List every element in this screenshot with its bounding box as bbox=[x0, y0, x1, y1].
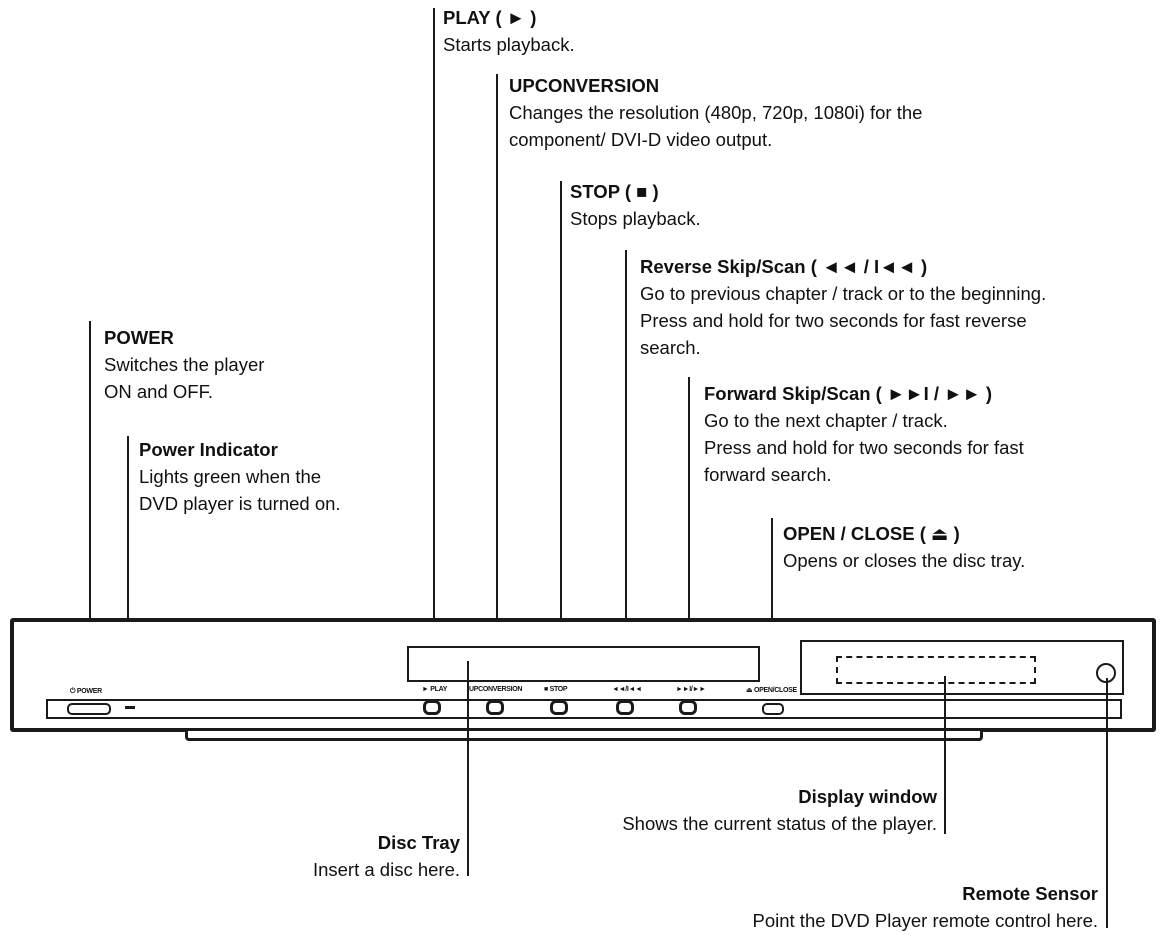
disc-tray-leader bbox=[467, 661, 469, 876]
panel-label-reverse: ◄◄/I◄◄ bbox=[612, 686, 642, 693]
disc-tray-callout: Disc Tray Insert a disc here. bbox=[313, 829, 460, 883]
player-base bbox=[185, 731, 983, 741]
forward-callout: Forward Skip/Scan ( ►►I / ►► ) Go to the… bbox=[704, 380, 1024, 488]
power-leader bbox=[89, 321, 91, 704]
upconversion-button[interactable] bbox=[486, 700, 504, 715]
stop-leader bbox=[560, 181, 562, 708]
disc-tray-desc: Insert a disc here. bbox=[312, 859, 460, 880]
panel-label-upconversion: UPCONVERSION bbox=[469, 686, 523, 693]
upconversion-callout: UPCONVERSION Changes the resolution (480… bbox=[509, 72, 922, 153]
reverse-desc: Go to previous chapter / track or to the… bbox=[640, 283, 1047, 358]
display-window bbox=[836, 656, 1036, 684]
reverse-callout: Reverse Skip/Scan ( ◄◄ / I◄◄ ) Go to pre… bbox=[640, 253, 1046, 361]
upconversion-leader bbox=[496, 74, 498, 708]
power-button[interactable] bbox=[67, 703, 111, 715]
open-close-button[interactable] bbox=[762, 703, 784, 715]
forward-title: Forward Skip/Scan ( ►►I / ►► ) bbox=[704, 383, 993, 404]
panel-label-forward: ►►I/►► bbox=[676, 686, 706, 693]
display-panel bbox=[800, 640, 1124, 695]
power-indicator-led bbox=[125, 706, 135, 709]
open-close-callout: OPEN / CLOSE ( ⏏ ) Opens or closes the d… bbox=[783, 520, 1025, 574]
open-close-title: OPEN / CLOSE ( ⏏ ) bbox=[783, 523, 960, 544]
panel-label-open-close: ⏏ OPEN/CLOSE bbox=[746, 687, 797, 694]
panel-control-strip bbox=[46, 699, 1122, 719]
reverse-title: Reverse Skip/Scan ( ◄◄ / I◄◄ ) bbox=[640, 256, 928, 277]
play-desc: Starts playback. bbox=[443, 34, 575, 55]
power-callout: POWER Switches the player ON and OFF. bbox=[104, 324, 264, 405]
power-desc: Switches the player ON and OFF. bbox=[104, 354, 265, 402]
reverse-leader bbox=[625, 250, 627, 708]
power-indicator-desc: Lights green when the DVD player is turn… bbox=[139, 466, 341, 514]
forward-desc: Go to the next chapter / track. Press an… bbox=[704, 410, 1024, 485]
remote-sensor-desc: Point the DVD Player remote control here… bbox=[752, 910, 1099, 931]
play-title: PLAY ( ► ) bbox=[443, 7, 537, 28]
play-leader bbox=[433, 8, 435, 708]
disc-tray-title: Disc Tray bbox=[377, 832, 460, 853]
upconversion-title: UPCONVERSION bbox=[509, 75, 660, 96]
stop-desc: Stops playback. bbox=[570, 208, 701, 229]
disc-tray bbox=[407, 646, 760, 682]
remote-sensor-title: Remote Sensor bbox=[962, 883, 1098, 904]
forward-skip-scan-button[interactable] bbox=[679, 700, 697, 715]
stop-button[interactable] bbox=[550, 700, 568, 715]
play-callout: PLAY ( ► ) Starts playback. bbox=[443, 4, 575, 58]
remote-sensor-leader bbox=[1106, 678, 1108, 928]
power-indicator-title: Power Indicator bbox=[139, 439, 278, 460]
open-close-desc: Opens or closes the disc tray. bbox=[783, 550, 1026, 571]
reverse-skip-scan-button[interactable] bbox=[616, 700, 634, 715]
dvd-player-front-panel: ⏻ POWER ► PLAY UPCONVERSION ■ STOP ◄◄/I◄… bbox=[10, 618, 1156, 732]
forward-leader bbox=[688, 377, 690, 708]
stop-title: STOP ( ■ ) bbox=[570, 181, 659, 202]
power-title: POWER bbox=[104, 327, 174, 348]
display-window-desc: Shows the current status of the player. bbox=[622, 813, 937, 834]
display-window-callout: Display window Shows the current status … bbox=[622, 783, 937, 837]
power-indicator-callout: Power Indicator Lights green when the DV… bbox=[139, 436, 341, 517]
panel-label-stop: ■ STOP bbox=[544, 686, 568, 693]
upconversion-desc: Changes the resolution (480p, 720p, 1080… bbox=[509, 102, 923, 150]
display-window-leader bbox=[944, 676, 946, 834]
remote-sensor-callout: Remote Sensor Point the DVD Player remot… bbox=[753, 880, 1099, 934]
power-indicator-leader bbox=[127, 436, 129, 704]
panel-label-play: ► PLAY bbox=[422, 686, 448, 693]
display-window-title: Display window bbox=[798, 786, 937, 807]
play-button[interactable] bbox=[423, 700, 441, 715]
open-close-leader bbox=[771, 518, 773, 708]
panel-label-power: ⏻ POWER bbox=[70, 688, 102, 695]
stop-callout: STOP ( ■ ) Stops playback. bbox=[570, 178, 701, 232]
